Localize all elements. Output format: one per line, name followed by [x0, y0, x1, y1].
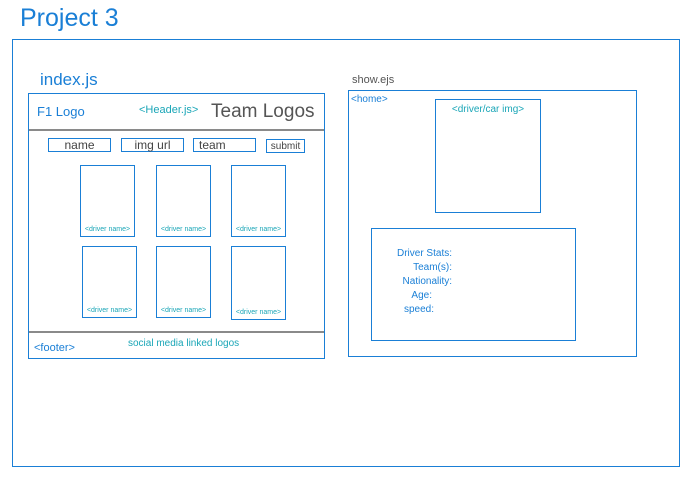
project-title: Project 3 — [20, 4, 119, 32]
index-label: index.js — [40, 70, 98, 89]
stat-speed: speed: — [403, 304, 434, 315]
driver-card[interactable]: <driver name> — [82, 246, 137, 318]
f1-logo: F1 Logo — [37, 104, 85, 119]
submit-button[interactable]: submit — [266, 139, 305, 153]
driver-card[interactable]: <driver name> — [80, 165, 135, 237]
footer-divider — [29, 331, 324, 333]
driver-card[interactable]: <driver name> — [156, 246, 211, 318]
team-input[interactable]: team — [193, 138, 256, 152]
outer-frame — [12, 39, 680, 467]
driver-name-label: <driver name> — [84, 226, 131, 233]
driver-name-label: <driver name> — [160, 226, 207, 233]
driver-name-label: <driver name> — [235, 226, 282, 233]
stat-nationality: Nationality: — [402, 276, 452, 287]
name-input[interactable]: name — [48, 138, 111, 152]
img-url-input[interactable]: img url — [121, 138, 184, 152]
driver-card[interactable]: <driver name> — [231, 246, 286, 320]
driver-stats-panel: Driver Stats: Team(s): Nationality: Age:… — [371, 228, 576, 341]
stat-driver-stats: Driver Stats: — [396, 248, 452, 259]
driver-name-label: <driver name> — [235, 309, 282, 316]
driver-car-image-label: <driver/car img> — [451, 104, 525, 115]
home-label: <home> — [351, 94, 388, 105]
social-media-logos: social media linked logos — [128, 338, 240, 349]
footer-label: <footer> — [34, 342, 75, 354]
stat-age: Age: — [411, 290, 432, 301]
header-divider — [29, 129, 324, 131]
show-label: show.ejs — [352, 74, 395, 86]
driver-name-label: <driver name> — [86, 307, 133, 314]
team-logos: Team Logos — [211, 101, 315, 122]
driver-card[interactable]: <driver name> — [231, 165, 286, 237]
driver-card[interactable]: <driver name> — [156, 165, 211, 237]
driver-name-label: <driver name> — [160, 307, 207, 314]
index-frame — [28, 93, 325, 359]
header-component-label: <Header.js> — [139, 104, 199, 116]
stat-teams: Team(s): — [413, 262, 452, 273]
show-frame — [348, 90, 637, 357]
driver-car-image: <driver/car img> — [435, 99, 541, 213]
